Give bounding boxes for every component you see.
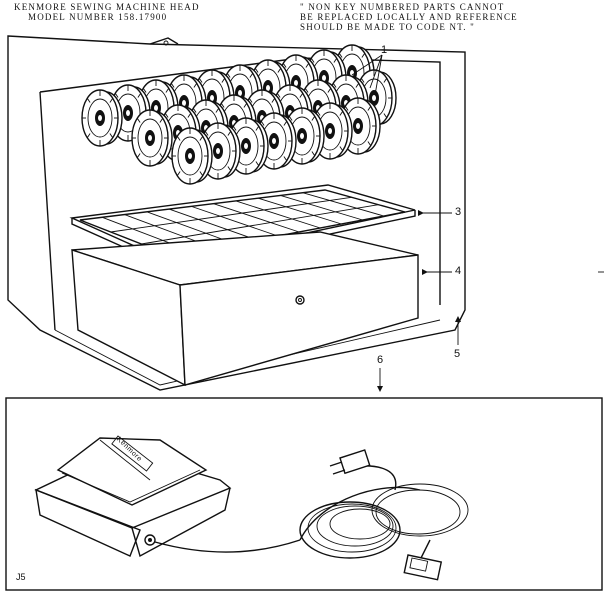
power-cord: [154, 449, 469, 581]
parts-note: " NON KEY NUMBERED PARTS CANNOT BE REPLA…: [300, 2, 518, 32]
title-line: KENMORE SEWING MACHINE HEAD: [14, 2, 200, 12]
diagram-title: KENMORE SEWING MACHINE HEAD MODEL NUMBER…: [14, 2, 200, 22]
storage-box: [71, 231, 419, 387]
callout-4: 4: [455, 265, 462, 277]
note-line-3: SHOULD BE MADE TO CODE NT. ": [300, 22, 476, 32]
callout-5: 5: [454, 348, 461, 360]
box-knob: [295, 295, 305, 305]
foot-controller: [34, 435, 232, 558]
note-line-1: " NON KEY NUMBERED PARTS CANNOT: [300, 2, 505, 12]
callout-6: 6: [377, 354, 384, 366]
cam-assembly: [81, 44, 397, 185]
callout-3: 3: [455, 206, 462, 218]
callout-leaders-upper: [351, 54, 461, 392]
model-number-line: MODEL NUMBER 158.17900: [28, 12, 168, 22]
callout-1: 1: [381, 44, 388, 56]
drawing-code: J5: [16, 572, 26, 582]
machine-connector: [403, 554, 443, 581]
note-line-2: BE REPLACED LOCALLY AND REFERENCE: [300, 12, 518, 22]
lower-panel-frame: [5, 397, 603, 591]
plug: [339, 449, 371, 475]
